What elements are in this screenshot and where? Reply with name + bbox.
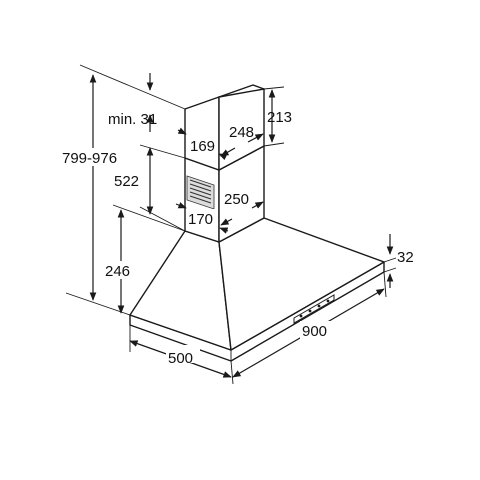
dim-chimney-depth-upper: 169 [177,127,228,161]
dim-edge-thickness: 32 [383,234,414,288]
upper-chimney-left-face [184,96,220,171]
dim-chimney-width-label: 248 [229,124,254,141]
dim-upper-chimney-height-label: 213 [267,109,292,126]
dim-min-gap: min. 31 [108,73,157,132]
dim-chimney-width: 248 [220,123,264,157]
dim-canopy-height-label: 246 [105,263,130,280]
dim-edge-thickness-label: 32 [397,249,414,266]
dim-lower-chimney-height: 522 [112,144,186,232]
dim-canopy-height: 246 [103,204,186,314]
dim-chimney-width-lower-label: 250 [224,191,249,208]
dim-chimney-depth-lower-label: 170 [188,211,213,228]
dim-chimney-width-lower: 250 [220,190,264,226]
dim-hood-depth-label: 500 [168,350,193,367]
dim-upper-chimney-height: 213 [263,86,292,147]
dim-lower-chimney-height-label: 522 [114,173,139,190]
dim-hood-width: 900 [230,271,387,385]
canopy-left-face [129,230,232,351]
dim-overall-height-label: 799-976 [62,150,117,167]
dim-min-gap-label: min. 31 [108,111,157,128]
dim-hood-depth: 500 [129,325,232,378]
dim-chimney-depth-upper-label: 169 [190,138,215,155]
dim-chimney-depth-lower: 170 [175,202,229,234]
dim-hood-width-label: 900 [302,323,327,340]
